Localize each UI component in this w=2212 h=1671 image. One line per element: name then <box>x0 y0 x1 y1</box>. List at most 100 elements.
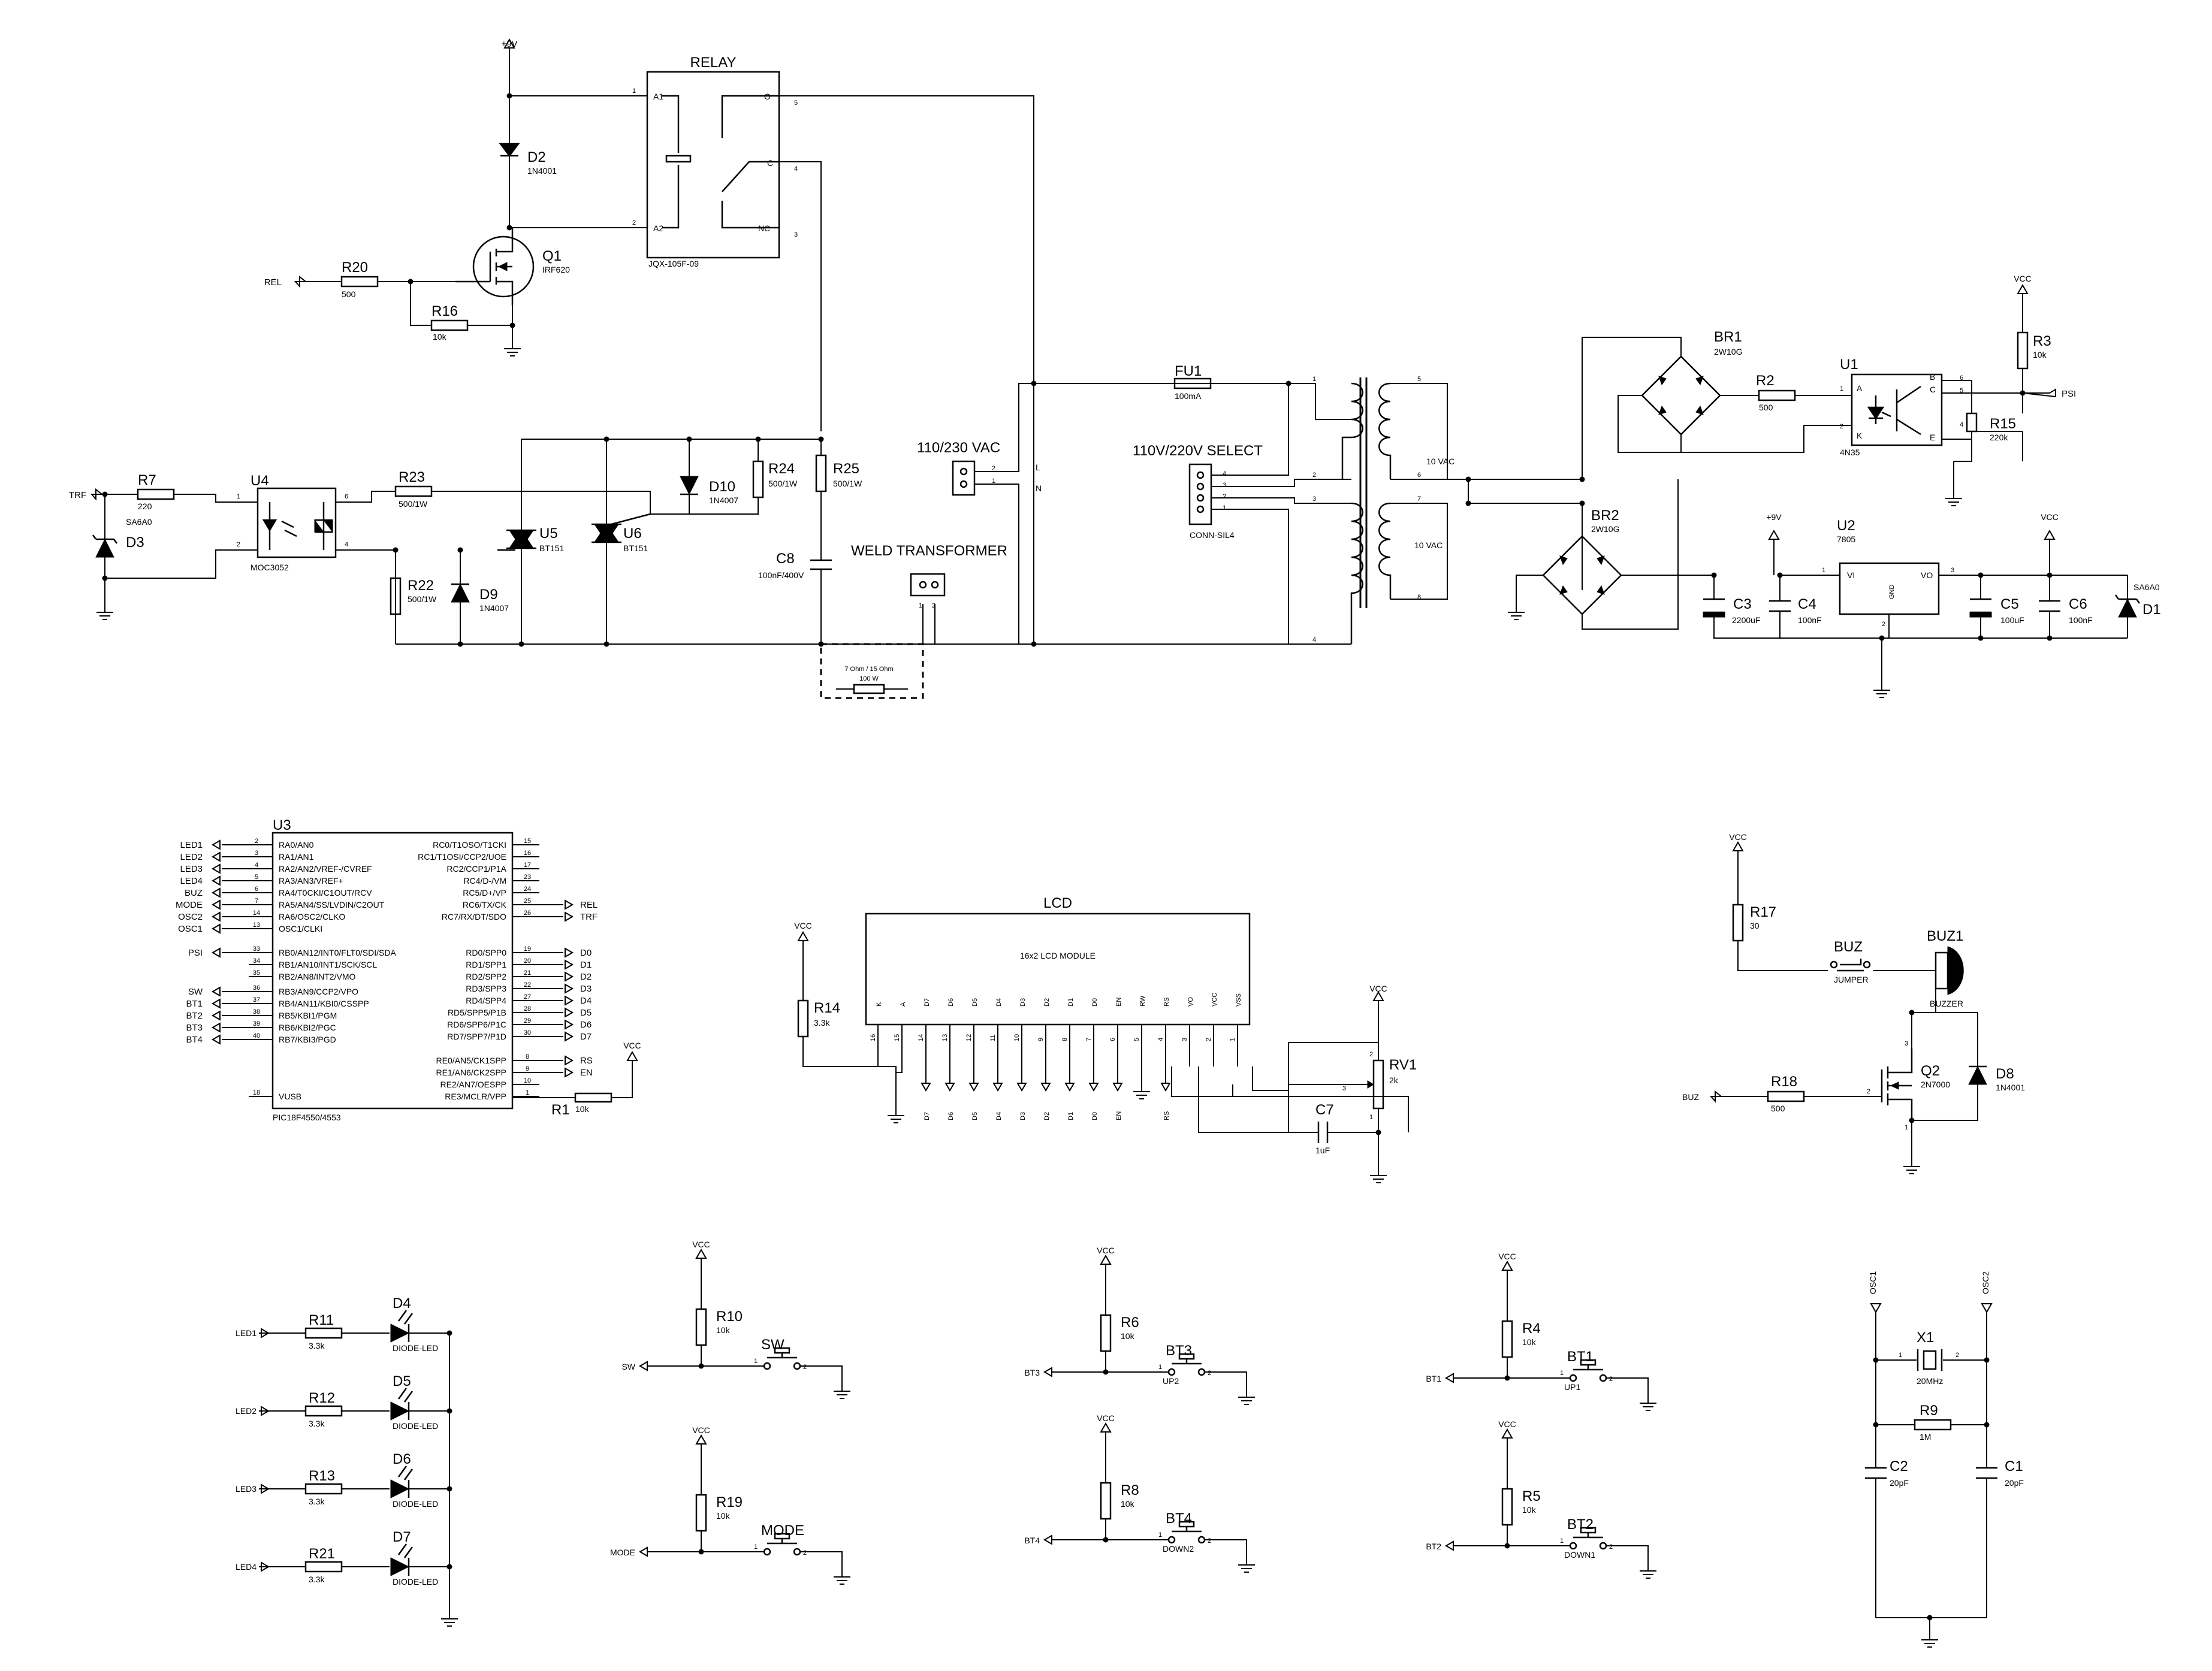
svg-text:23: 23 <box>524 874 531 881</box>
svg-text:REL: REL <box>580 900 597 910</box>
svg-text:20pF: 20pF <box>1890 1478 1909 1488</box>
triac-u5: U5 BT151 <box>497 439 564 644</box>
svg-text:DOWN1: DOWN1 <box>1564 1550 1595 1560</box>
svg-text:U1: U1 <box>1840 356 1858 373</box>
svg-text:37: 37 <box>253 996 260 1004</box>
svg-text:5: 5 <box>1417 376 1421 383</box>
svg-text:3: 3 <box>1181 1038 1188 1041</box>
svg-text:D6: D6 <box>947 998 955 1007</box>
lcd-pin-k: K16 <box>870 1002 883 1066</box>
vcc-label: VCC <box>1097 1246 1115 1255</box>
svg-text:10k: 10k <box>1121 1331 1135 1341</box>
svg-text:D4: D4 <box>995 998 1003 1007</box>
svg-text:30: 30 <box>524 1029 531 1037</box>
svg-text:BR1: BR1 <box>1714 329 1742 345</box>
svg-text:RA4/T0CKI/C1OUT/RCV: RA4/T0CKI/C1OUT/RCV <box>279 888 372 898</box>
svg-text:13: 13 <box>253 921 260 929</box>
svg-text:RC2/CCP1/P1A: RC2/CCP1/P1A <box>446 864 506 874</box>
svg-text:LCD: LCD <box>1043 895 1072 911</box>
svg-text:RELAY: RELAY <box>690 55 737 71</box>
svg-text:C1: C1 <box>2005 1458 2023 1474</box>
svg-text:R9: R9 <box>1920 1403 1938 1419</box>
svg-text:C6: C6 <box>2069 596 2087 612</box>
svg-text:1: 1 <box>992 478 995 485</box>
bridge-br1: BR1 2W10G <box>1641 329 1742 436</box>
svg-text:10k: 10k <box>1522 1337 1537 1347</box>
mains-connector: 110/230 VAC 2 1 L N <box>917 440 1042 496</box>
svg-text:6: 6 <box>1109 1038 1116 1041</box>
svg-text:RD4/SPP4: RD4/SPP4 <box>466 996 506 1005</box>
svg-text:4N35: 4N35 <box>1840 448 1860 457</box>
svg-text:R6: R6 <box>1121 1315 1139 1331</box>
svg-text:1: 1 <box>1369 1114 1373 1121</box>
svg-text:500/1W: 500/1W <box>408 594 437 604</box>
svg-text:3.3k: 3.3k <box>309 1497 325 1506</box>
svg-text:RD3/SPP3: RD3/SPP3 <box>466 984 506 993</box>
resistor-r23 <box>394 485 433 497</box>
ground-icon <box>1903 1159 1921 1174</box>
svg-text:BT2: BT2 <box>186 1011 203 1021</box>
svg-text:R2: R2 <box>1756 373 1775 389</box>
svg-text:R8: R8 <box>1121 1482 1139 1498</box>
svg-text:10k: 10k <box>433 332 447 342</box>
resistor-r25 <box>815 454 827 492</box>
regulator-section: BR2 2W10G C3 2200uF C4 100nF +9V U2 7805… <box>1507 479 2161 698</box>
resistor-r3 <box>2017 331 2029 370</box>
svg-text:MODE: MODE <box>176 900 203 910</box>
svg-text:21: 21 <box>524 969 531 977</box>
resistor-r20 <box>340 276 379 288</box>
ground-icon <box>1921 1632 1939 1648</box>
svg-text:D1: D1 <box>580 960 592 970</box>
vcc-label: VCC <box>1498 1419 1516 1429</box>
svg-text:6: 6 <box>255 886 258 893</box>
pushbutton-icon <box>1573 1359 1603 1371</box>
svg-text:RB4/AN11/KBI0/CSSPP: RB4/AN11/KBI0/CSSPP <box>279 999 369 1008</box>
svg-text:16: 16 <box>870 1034 877 1041</box>
crystal-x1: X1 20MHz 1 2 <box>1876 1329 1987 1386</box>
svg-text:2200uF: 2200uF <box>1732 615 1760 625</box>
led-bank: LED1R113.3kD4DIODE-LEDLED2R123.3kD5DIODE… <box>236 1295 458 1627</box>
svg-text:A1: A1 <box>653 92 663 101</box>
svg-text:10: 10 <box>524 1077 531 1084</box>
svg-text:R24: R24 <box>768 461 795 477</box>
svg-text:RW: RW <box>1139 995 1146 1007</box>
svg-text:10: 10 <box>1013 1034 1021 1041</box>
ground-icon <box>1639 1395 1657 1411</box>
svg-text:7: 7 <box>1417 495 1421 503</box>
svg-text:U5: U5 <box>539 525 558 542</box>
svg-text:LED4: LED4 <box>236 1562 256 1572</box>
svg-text:VCC: VCC <box>1369 984 1387 993</box>
svg-text:VO: VO <box>1187 997 1194 1007</box>
svg-text:BT3: BT3 <box>1024 1368 1040 1377</box>
svg-text:RS: RS <box>580 1056 593 1066</box>
svg-text:+9V: +9V <box>1766 512 1782 522</box>
svg-text:4: 4 <box>345 541 348 548</box>
svg-text:D6: D6 <box>393 1451 411 1467</box>
svg-text:D0: D0 <box>1091 1112 1099 1120</box>
psi-detect-section: BR1 2W10G R2 500 U1 4N35 A K B C E 1 2 6… <box>1582 274 2076 590</box>
svg-text:CONN-SIL4: CONN-SIL4 <box>1190 530 1235 540</box>
svg-text:100 W: 100 W <box>859 675 879 682</box>
svg-text:2: 2 <box>1223 493 1226 500</box>
mosfet-q1: Q1 IRF620 <box>455 228 570 306</box>
svg-text:LED1: LED1 <box>180 840 203 850</box>
svg-text:1: 1 <box>1158 1364 1162 1371</box>
svg-text:DIODE-LED: DIODE-LED <box>393 1421 438 1431</box>
